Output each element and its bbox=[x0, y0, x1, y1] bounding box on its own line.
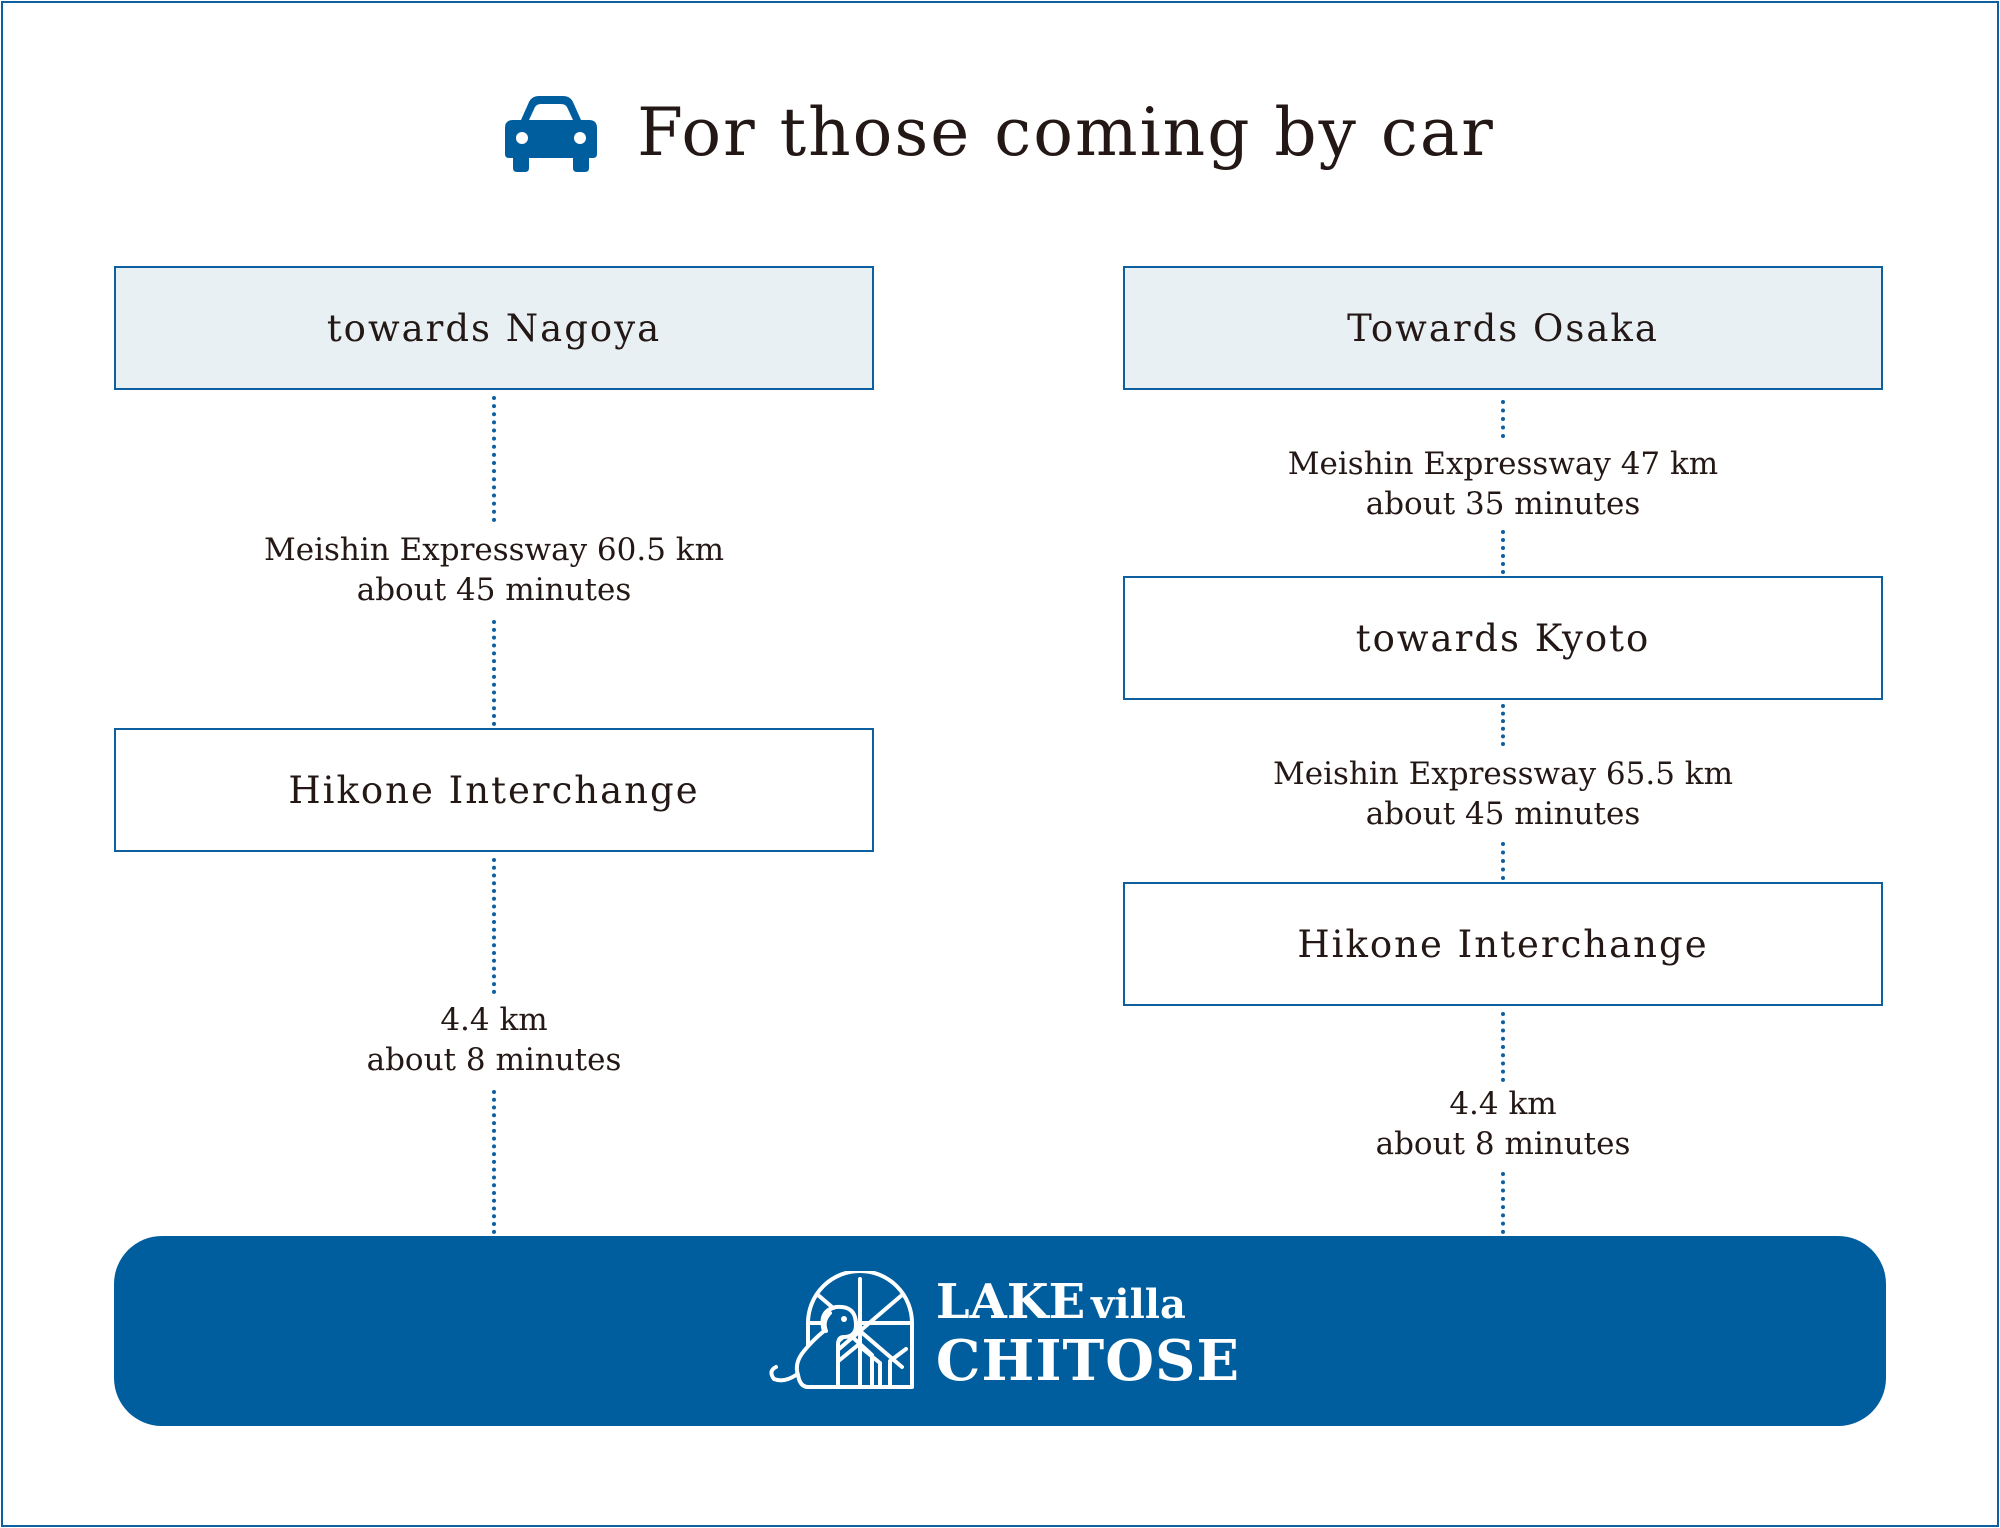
right-segment-1-time: about 35 minutes bbox=[1365, 486, 1641, 522]
right-start-box: Towards Osaka bbox=[1123, 266, 1883, 390]
right-segment-2-time: about 45 minutes bbox=[1365, 796, 1641, 832]
right-connector-1a bbox=[1501, 400, 1505, 438]
left-start-box: towards Nagoya bbox=[114, 266, 874, 390]
page-title: For those coming by car bbox=[637, 93, 1495, 171]
left-connector-2b bbox=[492, 1090, 496, 1234]
logo-lake: LAKE bbox=[935, 1273, 1086, 1330]
right-connector-2a bbox=[1501, 704, 1505, 746]
left-hikone-box: Hikone Interchange bbox=[114, 728, 874, 852]
left-segment-1-time: about 45 minutes bbox=[356, 572, 632, 608]
right-segment-3: 4.4 km about 8 minutes bbox=[1223, 1084, 1783, 1164]
logo-chitose: CHITOSE bbox=[935, 1327, 1241, 1394]
header: For those coming by car bbox=[0, 92, 2000, 172]
right-segment-3-road: 4.4 km bbox=[1449, 1086, 1557, 1122]
left-segment-2-time: about 8 minutes bbox=[366, 1042, 622, 1078]
left-segment-1-road: Meishin Expressway 60.5 km bbox=[264, 532, 724, 568]
left-segment-1: Meishin Expressway 60.5 km about 45 minu… bbox=[214, 530, 774, 610]
left-connector-1a bbox=[492, 396, 496, 522]
right-hikone-box: Hikone Interchange bbox=[1123, 882, 1883, 1006]
right-connector-1b bbox=[1501, 530, 1505, 574]
right-segment-2: Meishin Expressway 65.5 km about 45 minu… bbox=[1223, 754, 1783, 834]
right-segment-3-time: about 8 minutes bbox=[1375, 1126, 1631, 1162]
right-segment-1: Meishin Expressway 47 km about 35 minute… bbox=[1223, 444, 1783, 524]
right-connector-2b bbox=[1501, 842, 1505, 880]
left-segment-2: 4.4 km about 8 minutes bbox=[214, 1000, 774, 1080]
right-segment-1-road: Meishin Expressway 47 km bbox=[1287, 446, 1719, 482]
left-segment-2-road: 4.4 km bbox=[440, 1002, 548, 1038]
left-connector-2a bbox=[492, 858, 496, 994]
left-connector-1b bbox=[492, 620, 496, 726]
right-kyoto-box: towards Kyoto bbox=[1123, 576, 1883, 700]
right-segment-2-road: Meishin Expressway 65.5 km bbox=[1273, 756, 1733, 792]
right-connector-3a bbox=[1501, 1012, 1505, 1082]
dog-house-window-logo-icon bbox=[769, 1271, 914, 1389]
right-connector-3b bbox=[1501, 1172, 1505, 1234]
car-icon bbox=[505, 96, 598, 172]
logo-villa: villa bbox=[1091, 1280, 1186, 1328]
